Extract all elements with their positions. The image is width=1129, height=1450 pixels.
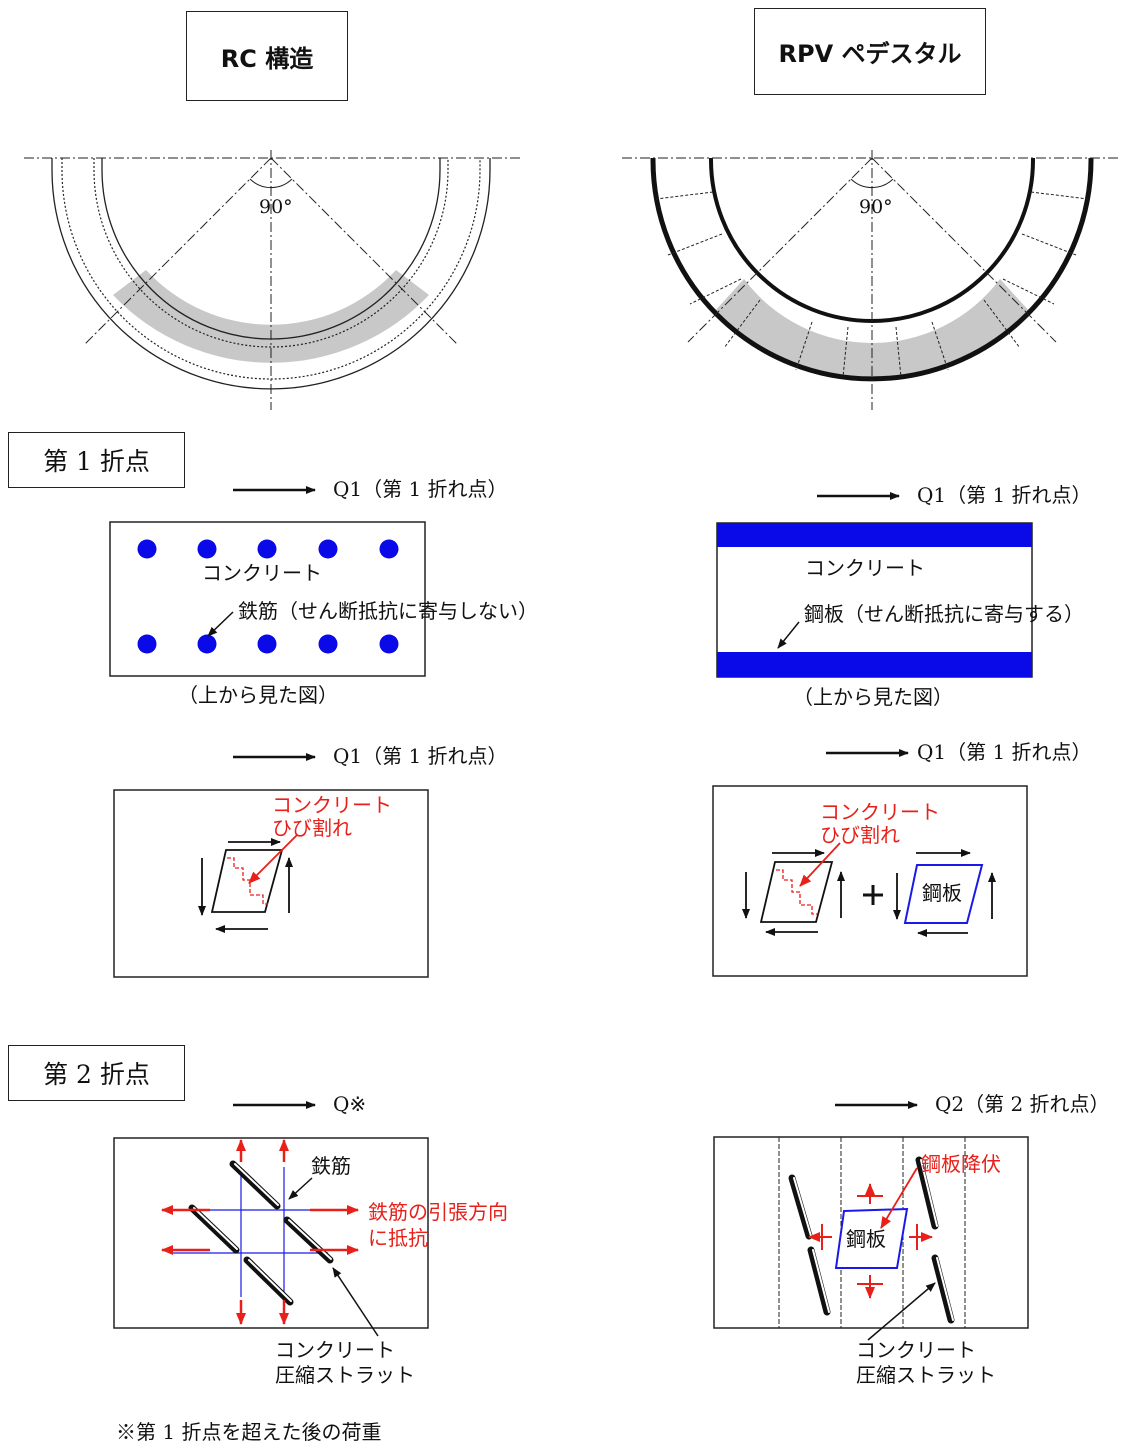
rpv-top-view-caption: （上から見た図）	[793, 685, 953, 709]
rpv-steel-plate-element	[903, 864, 984, 924]
rebar-label: 鉄筋	[311, 1154, 351, 1178]
rpv-crack-label-line1: コンクリート	[820, 800, 940, 824]
rpv-crack-label-line2: ひび割れ	[820, 823, 900, 847]
rpv-deformed-concrete	[759, 861, 834, 923]
rc-compression-struts	[188, 1160, 334, 1306]
rc-strut-label-line2: 圧縮ストラット	[275, 1363, 415, 1387]
rpv-steel-band-top	[717, 523, 1032, 547]
rc-deformed-element	[210, 849, 284, 913]
rpv-strut-pointer	[867, 1282, 936, 1341]
rc-angle-label: 90°	[259, 196, 293, 218]
rc-ring-section	[24, 150, 520, 410]
rpv-yield-pointer	[880, 1167, 918, 1229]
rebar-tension-label-line2: に抵抗	[368, 1226, 428, 1250]
steel-note: 鋼板（せん断抵抗に寄与する）	[804, 602, 1084, 626]
steel-pointer-arrow	[777, 621, 800, 649]
rc-shaded-region	[113, 270, 429, 363]
second-point-box: 第 2 折点	[8, 1045, 185, 1101]
rc-crack-pointer	[248, 834, 298, 884]
rc-sector-line-right	[270, 157, 458, 345]
rpv-pedestal-title-box: RPV ペデスタル	[754, 8, 986, 95]
first-point-label: 第 1 折点	[43, 447, 150, 476]
rc-rebar-dots	[137, 539, 399, 654]
rpv-shaded-region	[714, 279, 1030, 380]
rebar-pointer-arrow	[207, 611, 234, 637]
qstar-label: Q※	[333, 1092, 367, 1116]
q1-label-right-top: Q1（第 1 折れ点）	[917, 483, 1092, 507]
rpv-strut-label-line1: コンクリート	[856, 1338, 976, 1362]
q1-label-right-mid: Q1（第 1 折れ点）	[917, 740, 1092, 764]
rpv-strut-label-line2: 圧縮ストラット	[856, 1363, 996, 1387]
rpv-steel-band-bottom	[717, 652, 1032, 677]
rebar-note: 鉄筋（せん断抵抗に寄与しない）	[238, 599, 538, 623]
load-arrows	[233, 486, 918, 1109]
rc-structure-title: RC 構造	[220, 44, 314, 73]
rc-rebar-pointer	[288, 1177, 313, 1200]
rc-ring-dotted-outer	[61, 158, 481, 380]
rpv-crack-pointer	[799, 842, 841, 887]
rc-crack-label-line1: コンクリート	[272, 793, 392, 817]
rc-crack-label-line2: ひび割れ	[272, 816, 352, 840]
rpv-yield-arrows	[808, 1183, 933, 1299]
rc-angle-arc	[249, 178, 293, 189]
rebar-tension-label-line1: 鉄筋の引張方向	[368, 1200, 508, 1224]
q1-label-left-top: Q1（第 1 折れ点）	[333, 477, 508, 501]
rc-second-box	[113, 1137, 429, 1329]
rc-plan-view-box	[109, 521, 426, 677]
second-point-label: 第 2 折点	[43, 1060, 150, 1089]
rpv-compression-struts	[788, 1156, 955, 1324]
rc-concrete-label: コンクリート	[202, 561, 322, 585]
q2-label: Q2（第 2 折れ点）	[935, 1092, 1110, 1116]
rpv-sector-line-right	[871, 157, 1057, 343]
rpv-steel-plate-label: 鋼板	[922, 881, 962, 905]
rpv-pedestal-title: RPV ペデスタル	[778, 40, 962, 68]
q1-label-left-mid: Q1（第 1 折れ点）	[333, 744, 508, 768]
rpv-crack-line	[776, 869, 817, 915]
rpv-element-box	[712, 785, 1028, 977]
rc-sector-line-left	[84, 157, 272, 345]
rc-tension-arrows	[161, 1139, 359, 1325]
rpv-sector-line-left	[687, 157, 873, 343]
rc-top-view-caption: （上から見た図）	[178, 683, 338, 707]
rc-structure-title-box: RC 構造	[186, 11, 348, 101]
rc-element-box	[113, 789, 429, 978]
rc-strut-pointer	[332, 1267, 379, 1337]
footnote: ※第 1 折点を超えた後の荷重	[116, 1420, 382, 1444]
rpv-yield-plate-label: 鋼板	[846, 1227, 886, 1251]
rpv-shear-arrows-steel	[893, 849, 996, 937]
rpv-angle-label: 90°	[859, 196, 893, 218]
plus-sign	[863, 885, 883, 905]
rpv-concrete-label: コンクリート	[805, 556, 925, 580]
rpv-second-box	[713, 1136, 1029, 1329]
rpv-ring-section	[622, 150, 1118, 410]
rpv-radial-dividers	[655, 191, 1089, 378]
first-point-box: 第 1 折点	[8, 432, 185, 488]
rc-ring-dotted-inner	[93, 158, 449, 348]
rpv-angle-arc	[850, 178, 894, 189]
rc-crack-line	[227, 857, 268, 905]
rc-shear-arrows	[198, 838, 293, 933]
steel-yield-label: 鋼板降伏	[921, 1152, 1001, 1176]
rpv-shear-arrows-concrete	[742, 849, 845, 936]
rc-strut-label-line1: コンクリート	[275, 1338, 395, 1362]
